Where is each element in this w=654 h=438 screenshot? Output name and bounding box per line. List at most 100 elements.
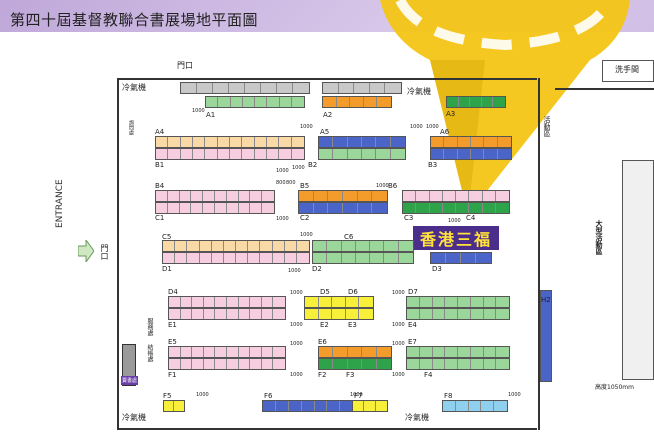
dimension-label: 1000 (290, 372, 303, 378)
row-a-top-gray2[interactable] (322, 82, 402, 94)
row-d3[interactable] (430, 252, 492, 264)
stall-cell (203, 203, 215, 213)
stall-cell (181, 297, 193, 307)
row-b6[interactable] (402, 190, 510, 202)
highlight-badge[interactable]: 香港三福 (413, 226, 499, 250)
row-e5[interactable] (168, 346, 286, 358)
row-a5[interactable] (318, 136, 406, 148)
stall-cell (267, 149, 280, 159)
row-e6[interactable] (318, 346, 392, 358)
booth-label-c4: C4 (466, 214, 476, 222)
stall-cell (469, 203, 483, 213)
row-c2[interactable] (298, 202, 388, 214)
row-f5[interactable] (163, 400, 185, 412)
row-f7[interactable] (352, 400, 388, 412)
stall-cell (181, 83, 197, 93)
row-a3[interactable] (446, 96, 506, 108)
stall-cell (459, 97, 471, 107)
stall-cell (431, 253, 447, 263)
row-f6[interactable] (262, 400, 380, 412)
stall-cell (372, 191, 387, 201)
stall-cell (327, 401, 341, 411)
stall-cell (242, 137, 255, 147)
stall-cell (481, 401, 495, 411)
stall-cell (328, 203, 344, 213)
row-b3[interactable] (430, 148, 512, 160)
row-h2[interactable] (540, 290, 552, 382)
stall-cell (193, 149, 206, 159)
stall-cell (496, 297, 509, 307)
left-side-label-2: 詢問處 (128, 120, 134, 135)
row-e2[interactable] (304, 308, 374, 320)
aircon-top-right-label: 冷氣機 (407, 87, 431, 96)
stall-cell (218, 97, 231, 107)
row-b1[interactable] (155, 148, 305, 160)
stall-cell (456, 203, 470, 213)
row-d1[interactable] (162, 252, 310, 264)
dimension-label: 1000 (300, 124, 313, 130)
row-b2[interactable] (318, 148, 406, 160)
stall-cell (496, 359, 509, 369)
row-b4[interactable] (155, 190, 275, 202)
stall-cell (391, 137, 405, 147)
stall-cell (204, 309, 216, 319)
row-c5[interactable] (162, 240, 310, 252)
stall-cell (299, 203, 314, 213)
wall-left (117, 78, 119, 430)
row-f1[interactable] (168, 358, 286, 370)
row-d5[interactable] (304, 296, 374, 308)
stall-cell (212, 241, 224, 251)
row-e1[interactable] (168, 308, 286, 320)
stall-cell (416, 203, 430, 213)
stall-cell (262, 309, 274, 319)
row-e7[interactable] (406, 346, 510, 358)
stall-cell (229, 83, 245, 93)
row-a4[interactable] (155, 136, 305, 148)
booth-label-d2: D2 (312, 265, 322, 273)
stall-cell (239, 297, 251, 307)
stall-cell (469, 191, 483, 201)
stall-cell (250, 309, 262, 319)
stall-cell (242, 149, 255, 159)
row-a1[interactable] (205, 96, 305, 108)
row-f4[interactable] (406, 358, 510, 370)
booth-label-c2: C2 (300, 214, 310, 222)
stall-cell (200, 253, 212, 263)
row-f3[interactable] (318, 358, 392, 370)
row-d4[interactable] (168, 296, 286, 308)
stall-cell (359, 297, 373, 307)
booth-label-f4: F4 (424, 371, 433, 379)
row-d7[interactable] (406, 296, 510, 308)
booth-label-e7: E7 (408, 338, 417, 346)
dimension-label: 1000 (290, 322, 303, 328)
stall-cell (484, 359, 497, 369)
row-a-top-gray[interactable] (180, 82, 310, 94)
stall-cell (181, 347, 193, 357)
row-c6[interactable] (312, 240, 414, 252)
dimension-label: 1000 (192, 108, 205, 114)
stall-cell (433, 347, 446, 357)
stage-area (622, 160, 654, 380)
row-c3[interactable] (402, 202, 510, 214)
booth-label-f6: F6 (264, 392, 273, 400)
row-e4[interactable] (406, 308, 510, 320)
dimension-label: 1000 (276, 216, 289, 222)
stall-cell (319, 149, 334, 159)
stall-cell (319, 359, 334, 369)
stall-cell (273, 309, 285, 319)
stall-cell (273, 297, 285, 307)
booth-label-b1: B1 (155, 161, 165, 169)
stall-cell (215, 309, 228, 319)
row-c1[interactable] (155, 202, 275, 214)
row-a6[interactable] (430, 136, 512, 148)
booth-label-d3: D3 (432, 265, 442, 273)
row-d2[interactable] (312, 252, 414, 264)
row-f8[interactable] (442, 400, 508, 412)
stall-cell (443, 191, 456, 201)
stall-cell (262, 347, 274, 357)
stall-cell (483, 191, 496, 201)
stall-cell (156, 203, 168, 213)
stall-cell (498, 149, 511, 159)
row-b5[interactable] (298, 190, 388, 202)
row-a2[interactable] (322, 96, 392, 108)
